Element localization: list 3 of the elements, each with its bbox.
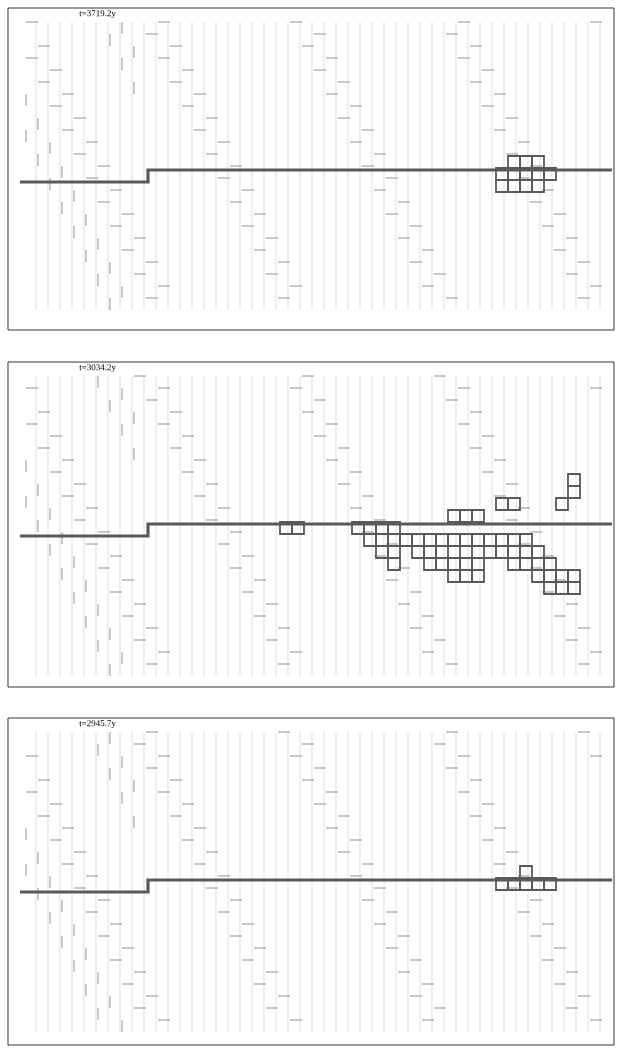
time-label: t=2945.7y: [78, 719, 117, 730]
time-label: t=3719.2y: [78, 9, 117, 20]
time-label: t=3034.2y: [78, 363, 117, 374]
